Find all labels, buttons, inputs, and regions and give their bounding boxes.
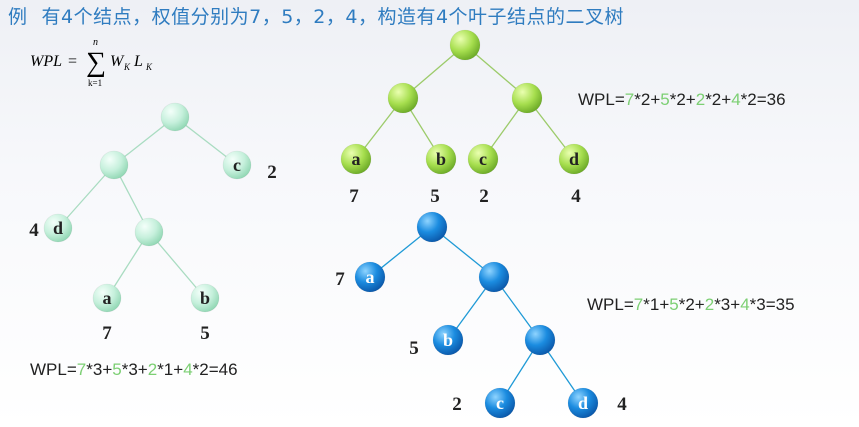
- mint-tree-wpl-part-4: *3+: [121, 360, 148, 379]
- mint-tree-wpl-part-0: WPL=: [30, 360, 77, 379]
- green-tree-weight-c: 2: [479, 186, 489, 207]
- wpl-green-tree: WPL=7*2+5*2+2*2+4*2=36: [578, 90, 786, 110]
- blue-tree-internal-node-n2: [524, 324, 556, 356]
- mint-tree-leaf-c: [222, 150, 252, 180]
- mint-tree-wpl-part-2: *3+: [86, 360, 113, 379]
- formula-eq: =: [68, 53, 77, 70]
- green-tree-wpl-part-4: *2+: [669, 90, 696, 109]
- mint-tree-wpl-part-8: *2=46: [192, 360, 238, 379]
- blue-tree-weight-a: 7: [335, 269, 345, 290]
- formula-sigma: ∑: [86, 47, 106, 78]
- blue-tree-leaf-c: [484, 387, 516, 419]
- blue-tree-leaf-label-c: c: [496, 393, 504, 413]
- blue-tree-leaf-b: [432, 324, 464, 356]
- blue-tree-leaf-label-d: d: [578, 393, 588, 413]
- blue-tree-wpl-part-7: 4: [740, 295, 750, 314]
- blue-tree-leaf-label-b: b: [443, 330, 453, 350]
- mint-tree-edge-n1-d: [57, 164, 115, 229]
- blue-tree-wpl-part-8: *3=35: [749, 295, 795, 314]
- blue-tree-leaf-a: [354, 261, 386, 293]
- mint-tree-weight-a: 7: [102, 323, 112, 344]
- formula-l-sub: K: [145, 62, 153, 72]
- mint-tree-leaf-label-a: a: [103, 288, 112, 308]
- blue-tree-weight-b: 5: [409, 338, 419, 359]
- blue-tree-leaf-label-a: a: [366, 267, 375, 287]
- wpl-formula: WPL = n ∑ k=1 W K L K: [30, 37, 153, 88]
- green-tree-weight-a: 7: [349, 186, 359, 207]
- mint-tree-leaf-label-d: d: [53, 218, 63, 238]
- green-tree-leaf-label-b: b: [436, 149, 446, 169]
- blue-tree-wpl-part-4: *2+: [678, 295, 705, 314]
- formula-l: L: [133, 53, 143, 70]
- green-tree-leaf-label-a: a: [352, 149, 361, 169]
- green-tree-internal-node-l: [387, 82, 419, 114]
- mint-tree-leaf-a: [92, 283, 122, 313]
- green-tree-wpl-part-7: 4: [731, 90, 741, 109]
- green-tree-leaf-label-c: c: [479, 149, 487, 169]
- green-tree-wpl-part-3: 5: [660, 90, 670, 109]
- mint-tree-wpl-part-1: 7: [76, 360, 87, 379]
- green-tree-leaf-label-d: d: [569, 149, 579, 169]
- title-prefix: 例: [8, 6, 28, 28]
- mint-tree-leaf-label-b: b: [200, 288, 210, 308]
- page-title: 例有4个结点，权值分别为7，5，2，4，构造有4个叶子结点的二叉树: [8, 2, 624, 29]
- green-tree-internal-node-root: [449, 29, 481, 61]
- mint-tree-wpl-part-5: 2: [147, 360, 158, 379]
- mint-tree-internal-node-n2: [134, 217, 164, 247]
- green-tree-wpl-part-0: WPL=: [578, 90, 625, 109]
- green-tree-leaf-c: [467, 143, 499, 175]
- mint-tree-weight-d: 4: [29, 220, 39, 241]
- mint-tree-wpl-part-6: *1+: [157, 360, 184, 379]
- mint-tree-wpl-part-7: 4: [183, 360, 193, 379]
- green-tree-wpl-part-6: *2+: [705, 90, 732, 109]
- blue-tree-leaf-d: [567, 387, 599, 419]
- blue-tree-wpl-part-1: 7: [633, 295, 644, 314]
- wpl-blue-tree: WPL=7*1+5*2+2*3+4*3=35: [587, 295, 795, 315]
- blue-tree-wpl-part-5: 2: [704, 295, 715, 314]
- mint-tree-internal-node-root: [160, 102, 190, 132]
- blue-tree-weight-d: 4: [617, 394, 627, 415]
- blue-tree-weight-c: 2: [452, 394, 462, 415]
- formula-w-sub: K: [123, 62, 131, 72]
- green-tree-wpl-part-8: *2=36: [740, 90, 786, 109]
- mint-tree-leaf-b: [190, 283, 220, 313]
- blue-tree-wpl-part-3: 5: [669, 295, 679, 314]
- formula-sum-bottom: k=1: [88, 78, 102, 88]
- mint-tree-leaf-label-c: c: [233, 155, 241, 175]
- green-tree-leaf-d: [558, 143, 590, 175]
- blue-tree-internal-node-n1: [478, 261, 510, 293]
- green-tree-weight-b: 5: [430, 186, 440, 207]
- wpl-mint-tree: WPL=7*3+5*3+2*1+4*2=46: [30, 360, 238, 380]
- title-text: 有4个结点，权值分别为7，5，2，4，构造有4个叶子结点的二叉树: [41, 6, 625, 28]
- green-tree-leaf-a: [340, 143, 372, 175]
- formula-sum-top: n: [93, 37, 98, 48]
- green-tree-leaf-b: [425, 143, 457, 175]
- mint-tree-internal-node-n1: [99, 150, 129, 180]
- blue-tree-wpl-part-6: *3+: [714, 295, 741, 314]
- green-tree-wpl-part-5: 2: [695, 90, 706, 109]
- formula-lhs: WPL: [30, 53, 62, 70]
- green-tree-wpl-part-1: 7: [624, 90, 635, 109]
- mint-tree-wpl-part-3: 5: [112, 360, 122, 379]
- green-tree-internal-node-r: [511, 82, 543, 114]
- mint-tree-edge-n2-b: [148, 231, 206, 299]
- green-tree-wpl-part-2: *2+: [634, 90, 661, 109]
- mint-tree-weight-b: 5: [200, 323, 210, 344]
- mint-tree-leaf-d: [43, 213, 73, 243]
- blue-tree-wpl-part-2: *1+: [643, 295, 670, 314]
- formula-w: W: [110, 53, 125, 70]
- mint-tree-weight-c: 2: [267, 162, 277, 183]
- blue-tree-internal-node-root: [416, 211, 448, 243]
- green-tree-weight-d: 4: [571, 186, 581, 207]
- blue-tree-wpl-part-0: WPL=: [587, 295, 634, 314]
